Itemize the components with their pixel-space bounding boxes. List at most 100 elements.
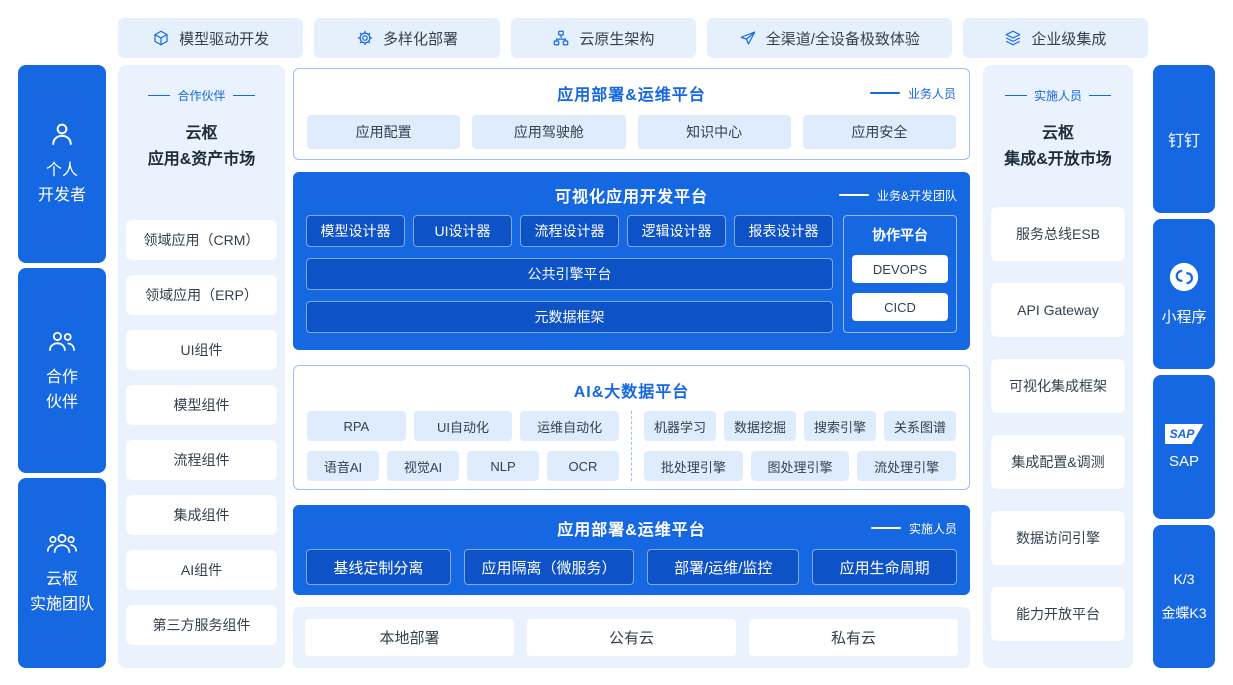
panel-header: 应用部署&运维平台 业务人员 <box>307 81 956 105</box>
panel-header: 应用部署&运维平台 实施人员 <box>306 516 957 540</box>
panel-title: AI&大数据平台 <box>573 384 690 401</box>
feature-model-driven-dev: 模型驱动开发 <box>118 18 304 58</box>
list-item: 能力开放平台 <box>991 586 1125 641</box>
module-chip: 应用生命周期 <box>812 549 957 585</box>
roles-rail: 个人 开发者 合作 伙伴 云枢 实施团队 <box>18 65 106 668</box>
gear-icon <box>356 29 374 47</box>
module-chip: DEVOPS <box>852 255 948 283</box>
feature-label: 企业级集成 <box>1031 30 1107 48</box>
module-row: 语音AI 视觉AI NLP OCR <box>307 451 619 481</box>
feature-label: 模型驱动开发 <box>179 30 270 48</box>
panel-title: 应用部署&运维平台 <box>557 87 706 104</box>
feature-label: 全渠道/全设备极致体验 <box>765 30 920 48</box>
deployment-option: 公有云 <box>527 619 736 656</box>
panel-tag: 合作伙伴 <box>148 88 255 103</box>
tag-label: 合作伙伴 <box>177 89 226 103</box>
bigdata-engine-group: 机器学习 数据挖掘 搜索引擎 关系图谱 批处理引擎 图处理引擎 流处理引擎 <box>644 411 957 481</box>
module-chip: 流程设计器 <box>520 215 619 247</box>
ecosystem-label: 小程序 <box>1161 309 1207 326</box>
role-label: 实施团队 <box>29 596 94 613</box>
ops-platform-top-panel: 应用部署&运维平台 业务人员 应用配置 应用驾驶舱 知识中心 应用安全 <box>293 68 970 160</box>
module-chip: 报表设计器 <box>734 215 833 247</box>
tag-label: 实施人员 <box>908 521 957 536</box>
role-label: 云枢 <box>45 571 78 589</box>
panel-tag: 业务&开发团队 <box>838 187 957 204</box>
list-item: API Gateway <box>991 282 1125 337</box>
module-row: 基线定制分离 应用隔离（微服务） 部署/运维/监控 应用生命周期 <box>306 549 957 585</box>
list-item: 领域应用（CRM） <box>126 219 277 260</box>
ai-platform-body: RPA UI自动化 运维自动化 语音AI 视觉AI NLP OCR 机器学习 数… <box>307 411 957 481</box>
person-icon <box>47 119 77 149</box>
ecosystem-kingdee-k3: K/3 金蝶K3 <box>1153 525 1215 668</box>
role-label: 合作 <box>45 368 78 386</box>
module-row: RPA UI自动化 运维自动化 <box>307 411 620 441</box>
ecosystem-rail: 钉钉 小程序 SAP SAP K/3 金蝶K3 <box>1153 65 1215 668</box>
designer-row: 模型设计器 UI设计器 流程设计器 逻辑设计器 报表设计器 <box>306 215 833 247</box>
three-people-icon <box>45 528 79 558</box>
integration-open-market-panel: 实施人员 云枢 集成&开放市场 服务总线ESB API Gateway 可视化集… <box>983 65 1133 668</box>
module-chip: 逻辑设计器 <box>627 215 726 247</box>
ecosystem-label: K/3 <box>1173 570 1195 587</box>
list-item: AI组件 <box>126 549 277 590</box>
list-item: 可视化集成框架 <box>991 358 1125 413</box>
collab-platform-panel: 协作平台 DEVOPS CICD <box>843 215 957 333</box>
list-item: 第三方服务组件 <box>126 604 277 645</box>
module-chip: 搜索引擎 <box>804 411 876 441</box>
module-row: 应用配置 应用驾驶舱 知识中心 应用安全 <box>307 115 956 149</box>
feature-omnichannel-experience: 全渠道/全设备极致体验 <box>707 18 952 58</box>
module-chip: 模型设计器 <box>306 215 405 247</box>
feature-label: 云原生架构 <box>579 30 655 48</box>
role-personal-developer: 个人 开发者 <box>18 65 106 263</box>
ecosystem-sap: SAP SAP <box>1153 375 1215 519</box>
list-item: 服务总线ESB <box>991 206 1125 261</box>
panel-title: 云枢 集成&开放市场 <box>1004 121 1112 174</box>
feature-bar: 模型驱动开发 多样化部署 云原生架构 全渠道/全设备极致体验 企业级集成 <box>118 18 1149 58</box>
panel-tag: 实施人员 <box>870 520 957 537</box>
integration-market-list: 服务总线ESB API Gateway 可视化集成框架 集成配置&调测 数据访问… <box>991 206 1125 641</box>
module-chip: OCR <box>547 451 619 481</box>
tag-label: 业务&开发团队 <box>876 188 957 203</box>
module-chip: 应用安全 <box>802 115 956 149</box>
app-asset-market-panel: 合作伙伴 云枢 应用&资产市场 领域应用（CRM） 领域应用（ERP） UI组件… <box>118 65 285 668</box>
miniprogram-icon <box>1168 261 1200 297</box>
module-chip: 部署/运维/监控 <box>647 549 800 585</box>
two-people-icon <box>46 326 78 356</box>
tag-line <box>870 527 901 529</box>
tag-line <box>148 95 171 96</box>
feature-label: 多样化部署 <box>383 30 459 48</box>
module-chip: 应用隔离（微服务） <box>463 549 635 585</box>
list-item: UI组件 <box>126 329 277 370</box>
feature-diverse-deployment: 多样化部署 <box>314 18 500 58</box>
panel-title-line: 集成&开放市场 <box>1004 151 1112 169</box>
dev-platform-left: 模型设计器 UI设计器 流程设计器 逻辑设计器 报表设计器 公共引擎平台 元数据… <box>306 215 833 333</box>
role-label: 伙伴 <box>45 393 78 411</box>
dev-platform-body: 模型设计器 UI设计器 流程设计器 逻辑设计器 报表设计器 公共引擎平台 元数据… <box>306 215 957 333</box>
module-row: 机器学习 数据挖掘 搜索引擎 关系图谱 <box>644 411 956 441</box>
module-chip: 基线定制分离 <box>306 549 451 585</box>
ecosystem-miniprogram: 小程序 <box>1153 219 1215 369</box>
module-chip: 机器学习 <box>644 411 716 441</box>
list-item: 数据访问引擎 <box>991 510 1125 565</box>
role-label: 个人 <box>45 162 78 180</box>
ecosystem-label: 金蝶K3 <box>1161 605 1207 621</box>
list-item: 流程组件 <box>126 439 277 480</box>
module-chip: 流处理引擎 <box>857 451 957 481</box>
module-chip: 知识中心 <box>637 115 791 149</box>
tag-line <box>1089 95 1111 96</box>
paper-plane-icon <box>739 29 757 47</box>
module-chip: 数据挖掘 <box>724 411 796 441</box>
metadata-framework-bar: 元数据框架 <box>306 301 833 333</box>
ecosystem-label: SAP <box>1168 453 1199 470</box>
role-partner: 合作 伙伴 <box>18 268 106 473</box>
tag-line <box>869 92 900 94</box>
module-chip: 运维自动化 <box>520 411 620 441</box>
module-chip: CICD <box>852 293 948 321</box>
module-chip: RPA <box>307 411 406 441</box>
module-chip: 关系图谱 <box>884 411 956 441</box>
module-chip: NLP <box>467 451 539 481</box>
ai-automation-group: RPA UI自动化 运维自动化 语音AI 视觉AI NLP OCR <box>307 411 620 481</box>
panel-header: 可视化应用开发平台 业务&开发团队 <box>306 183 957 207</box>
deployment-option: 本地部署 <box>305 619 514 656</box>
list-item: 集成组件 <box>126 494 277 535</box>
panel-title-line: 云枢 <box>185 125 218 142</box>
